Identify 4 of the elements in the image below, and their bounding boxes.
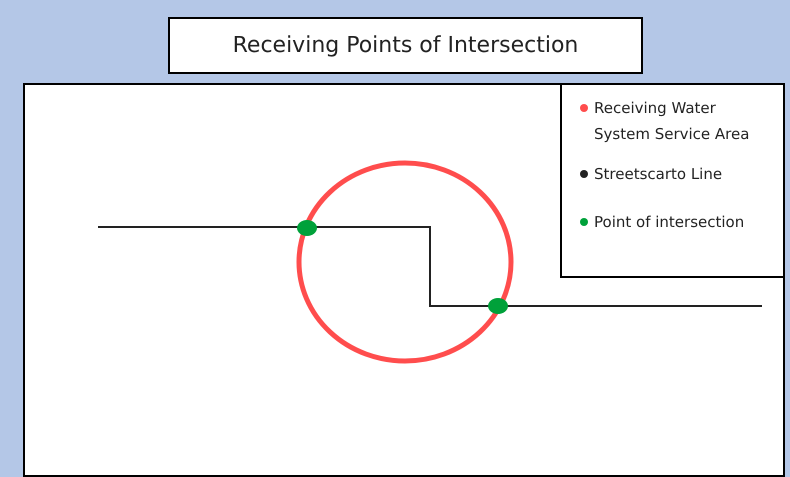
title: Receiving Points of Intersection [168, 17, 643, 74]
legend-label: Streetscarto Line [594, 164, 722, 185]
legend-label: Point of intersection [594, 212, 744, 233]
legend-label: Receiving Water System Service Area [594, 98, 750, 145]
